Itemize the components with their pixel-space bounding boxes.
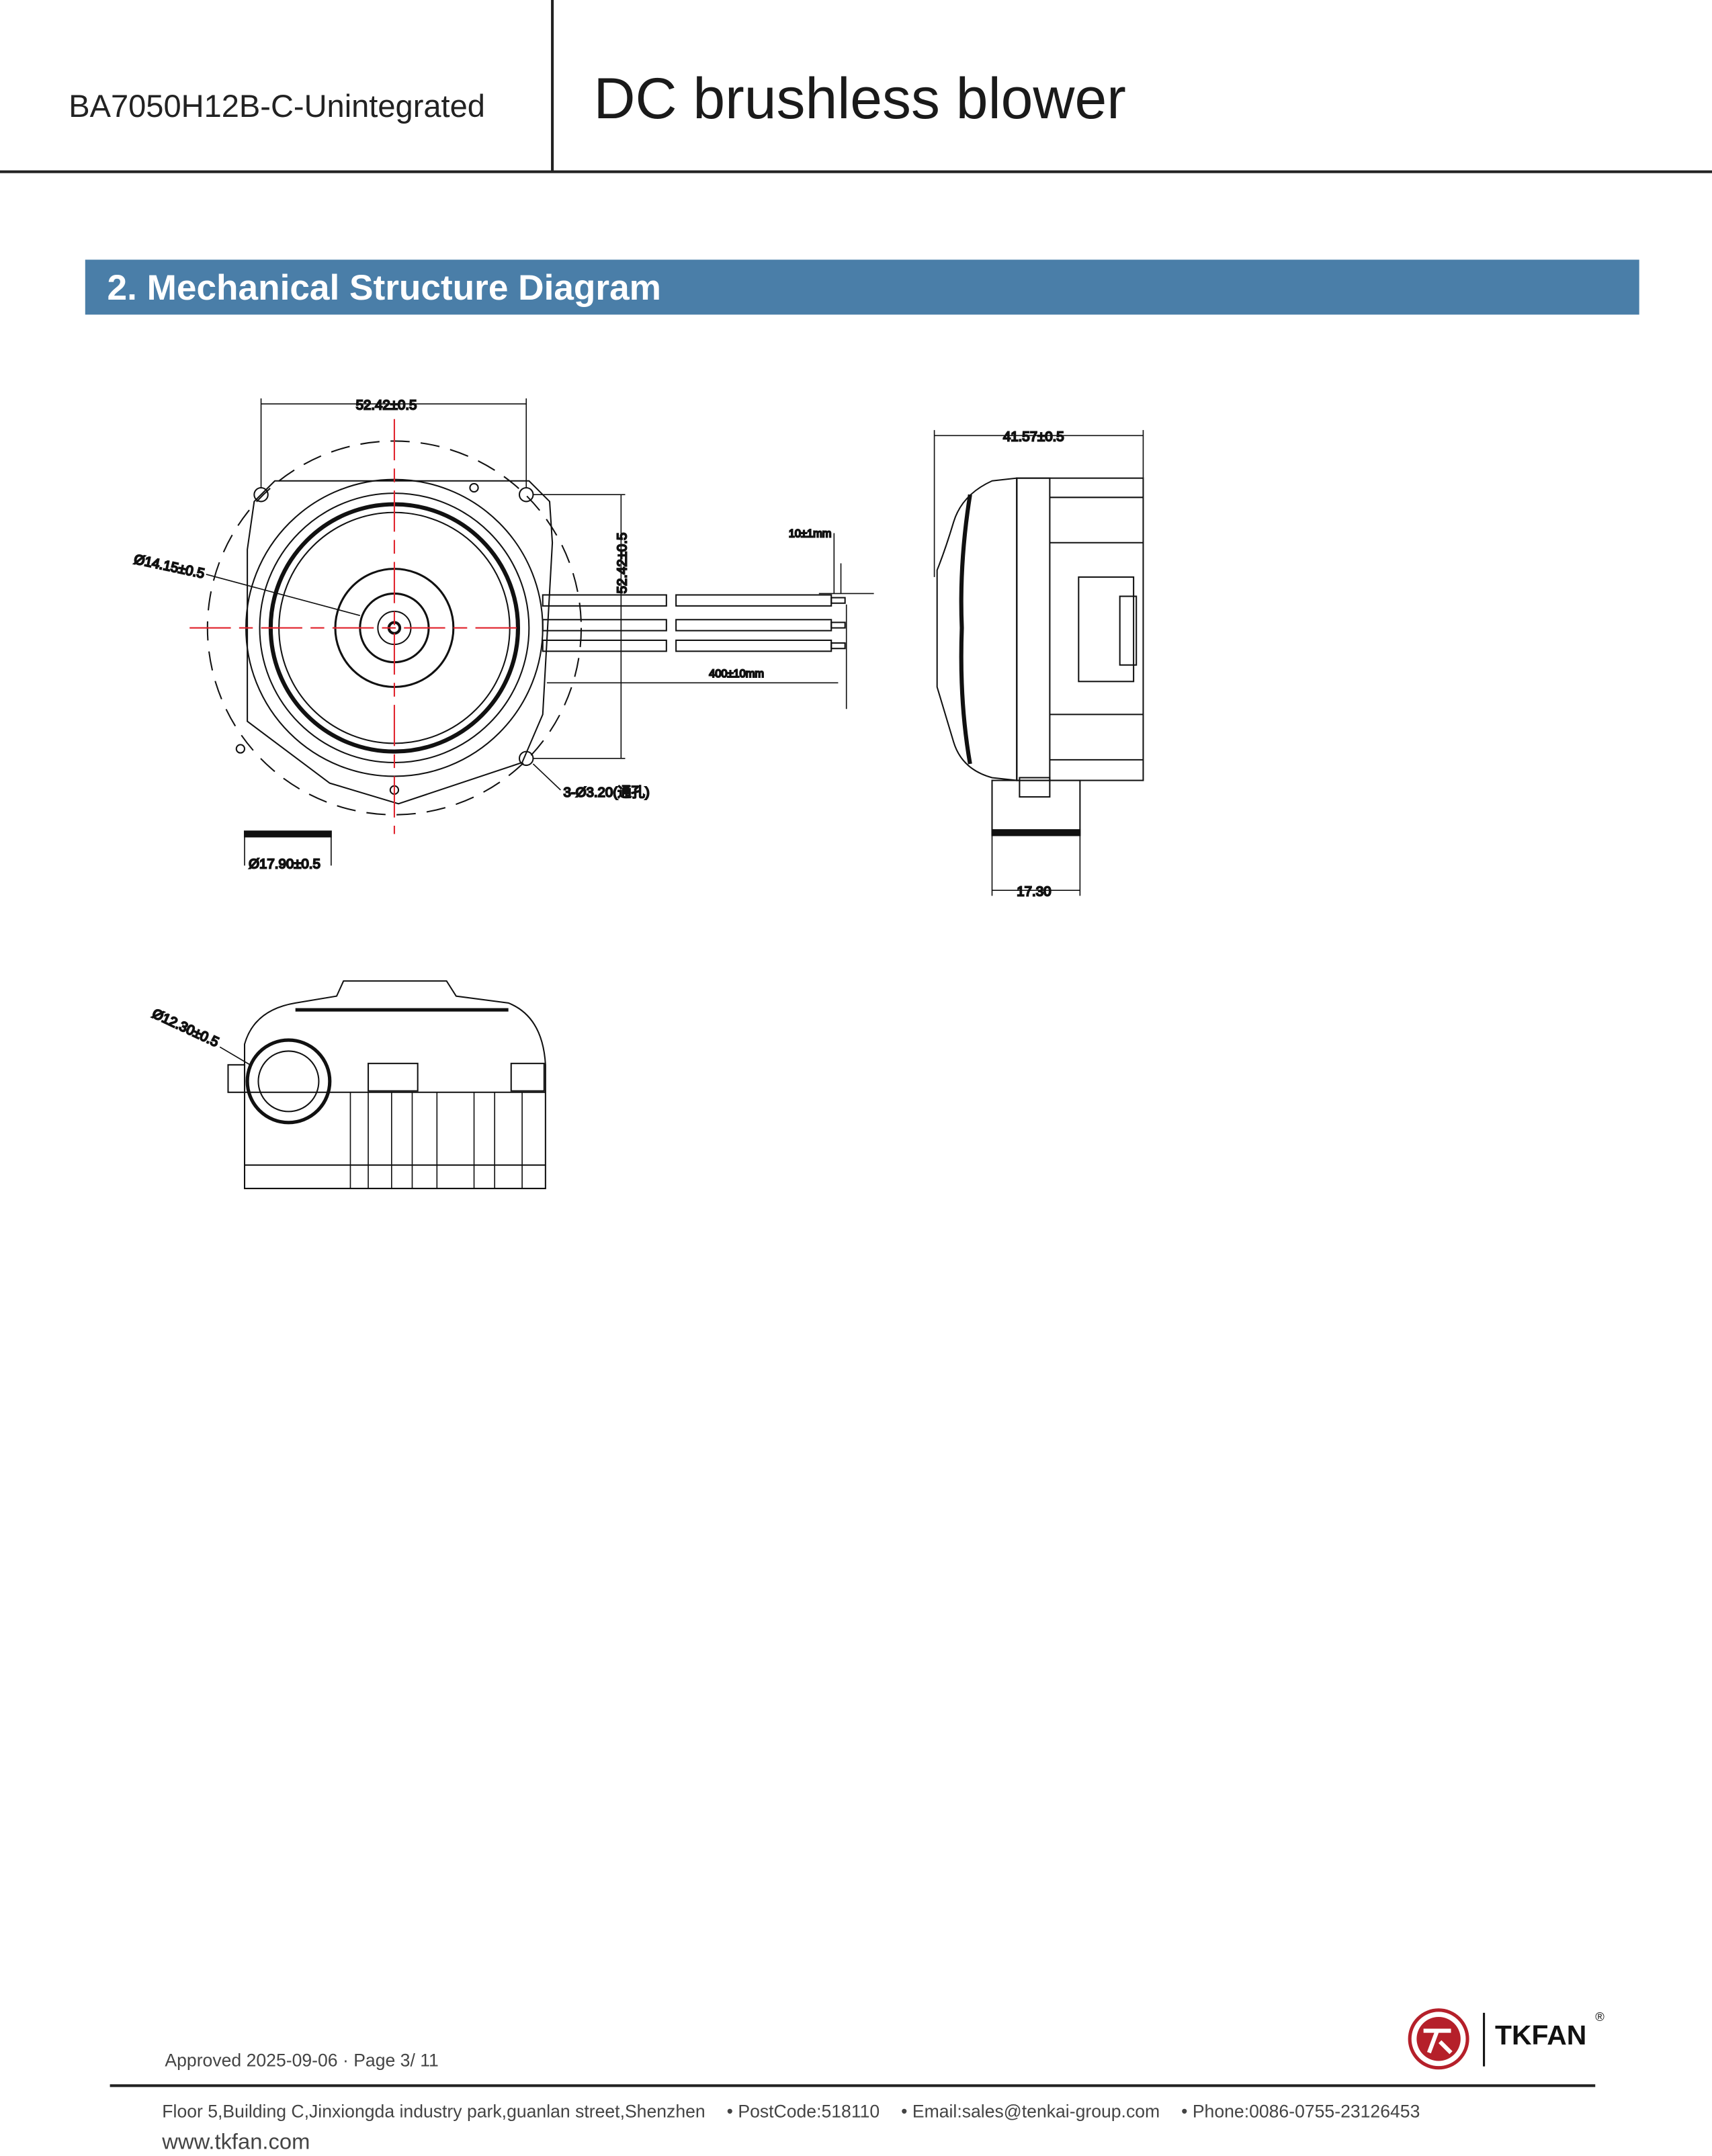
side-view: 41.57±0.5 17.30 xyxy=(933,428,1144,900)
brand-name: TKFAN xyxy=(1494,2021,1587,2052)
postcode: • PostCode:518110 xyxy=(726,2100,880,2122)
model-number: BA7050H12B-C-Unintegrated xyxy=(69,87,485,124)
tkfan-logo-icon xyxy=(1408,2008,1486,2070)
wire-length-dim: 400±10mm xyxy=(709,668,764,680)
side-outlet-dim: 17.30 xyxy=(1017,883,1051,899)
footer-rule xyxy=(110,2084,1596,2087)
front-height-dim: 52.42±0.5 xyxy=(615,533,630,594)
center-dia-dim: Ø14.15±0.5 xyxy=(132,552,206,582)
section-title: 2. Mechanical Structure Diagram xyxy=(107,266,661,308)
section-header: 2. Mechanical Structure Diagram xyxy=(85,259,1639,315)
website-link[interactable]: www.tkfan.com xyxy=(162,2130,310,2155)
address: Floor 5,Building C,Jinxiongda industry p… xyxy=(162,2100,705,2122)
email[interactable]: • Email:sales@tenkai-group.com xyxy=(901,2100,1160,2122)
document-title: DC brushless blower xyxy=(593,66,1126,131)
centerlines xyxy=(189,419,523,834)
inlet-dia-dim: Ø12.30±0.5 xyxy=(150,1006,221,1050)
outlet-dia-dim: Ø17.90±0.5 xyxy=(249,856,320,871)
contact-line: Floor 5,Building C,Jinxiongda industry p… xyxy=(162,2101,1437,2122)
approval-page-info: Approved 2025-09-06 · Page 3/ 11 xyxy=(165,2050,439,2071)
bottom-view: Ø12.30±0.5 xyxy=(149,980,546,1189)
registered-mark: ® xyxy=(1595,2010,1604,2024)
side-depth-dim: 41.57±0.5 xyxy=(1003,429,1064,444)
front-width-dim: 52.42±0.5 xyxy=(356,397,417,413)
holes-dim: 3-Ø3.20(通孔) xyxy=(563,785,649,800)
phone: • Phone:0086-0755-23126453 xyxy=(1181,2100,1420,2122)
strip-length-dim: 10±1mm xyxy=(789,528,832,540)
wires xyxy=(542,594,846,652)
header-rule xyxy=(0,170,1712,173)
header-divider xyxy=(551,0,554,172)
mechanical-drawing: 52.42±0.5 52.42±0.5 Ø14.15±0.5 Ø17.90±0.… xyxy=(132,396,1144,1189)
dimension-lines xyxy=(206,398,874,866)
front-view: 52.42±0.5 52.42±0.5 Ø14.15±0.5 Ø17.90±0.… xyxy=(132,396,874,872)
